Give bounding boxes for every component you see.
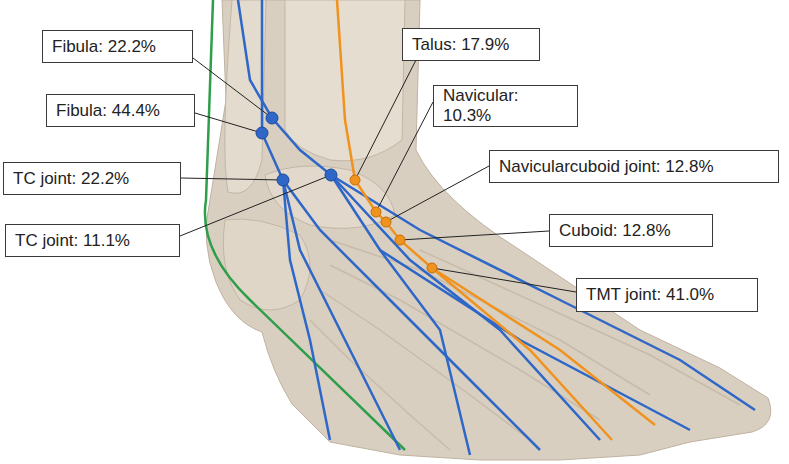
nerve-branch [238,0,755,410]
nerve-branch [262,0,540,450]
leader-line [386,166,489,222]
label-box: Cuboid: 12.8% [549,214,713,247]
label-box: Talus: 17.9% [402,28,540,61]
site-markers [256,112,437,273]
leader-line [400,231,549,240]
site-dot [325,169,337,181]
site-percentage: Fibula: 44.4% [56,101,160,121]
foot-bones [206,0,771,460]
site-dot [427,263,437,273]
label-box: Fibula: 22.2% [42,30,193,63]
nerve-branch [283,180,330,440]
peroneal-nerves [238,0,755,455]
leader-line [181,178,283,180]
site-percentage: TMT joint: 41.0% [586,285,714,305]
site-percentage: Fibula: 22.2% [52,37,156,57]
leader-line [180,175,331,236]
site-dot [277,174,289,186]
label-box: Fibula: 44.4% [46,94,195,127]
site-percentage: TC joint: 11.1% [15,231,130,251]
leader-line [193,58,272,118]
site-percentage: Navicularcuboid joint: 12.8% [499,157,714,177]
site-dot [350,175,360,185]
leader-line [195,113,262,133]
site-dot [256,127,268,139]
site-dot [371,207,381,217]
site-percentage: Cuboid: 12.8% [559,221,671,241]
leader-line [355,60,416,180]
label-box: TC joint: 22.2% [3,162,181,195]
nerve-branch [331,175,470,455]
nerve-branch [283,180,400,450]
leader-line [432,268,576,292]
label-box: Navicular: 10.3% [433,85,578,127]
site-percentage: TC joint: 22.2% [13,169,129,189]
nerve-branch [380,250,690,430]
site-dot [266,112,278,124]
label-box: Navicularcuboid joint: 12.8% [489,150,779,183]
site-percentage: Talus: 17.9% [412,35,509,55]
site-dot [395,235,405,245]
site-percentage: Navicular: 10.3% [443,86,568,126]
foot-silhouette [206,0,771,460]
label-box: TMT joint: 41.0% [576,278,758,312]
site-dot [381,217,391,227]
tibia-bone [285,0,405,161]
sural-nerve [205,0,405,450]
label-box: TC joint: 11.1% [5,224,180,257]
leader-line [376,102,433,212]
